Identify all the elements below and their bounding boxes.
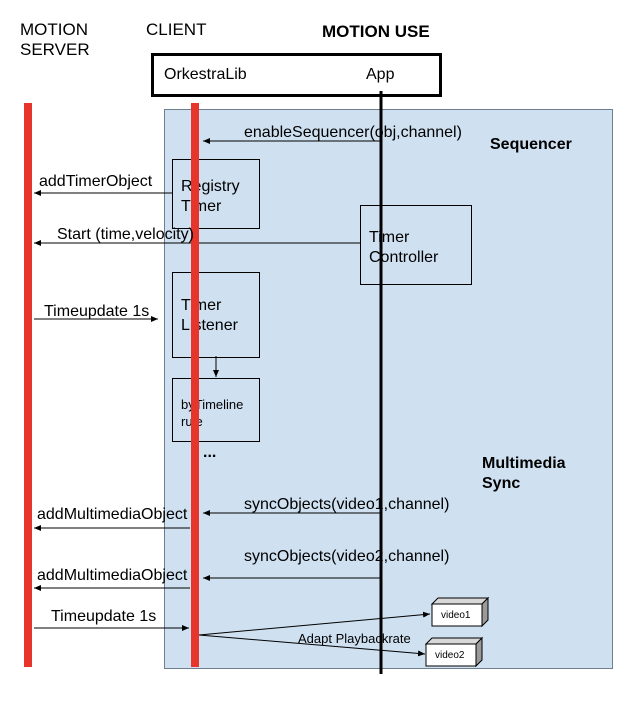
sync-objects-2-label: syncObjects(video2,channel)	[244, 548, 450, 565]
app-label: App	[366, 66, 395, 83]
video1-box	[430, 596, 490, 628]
motion-use-header: MOTION USE	[322, 22, 430, 41]
motion-server-lifeline	[24, 103, 32, 667]
sync-objects-1-label: syncObjects(video1,channel)	[244, 496, 450, 513]
timeupdate-label-2: Timeupdate 1s	[51, 608, 157, 625]
timer-controller-box: Timer Controller	[360, 205, 472, 285]
start-label: Start (time,velocity)	[57, 226, 194, 243]
video1-label: video1	[441, 610, 471, 621]
registry-timer-box: Registry Timer	[172, 159, 260, 229]
enable-sequencer-label: enableSequencer(obj,channel)	[244, 124, 462, 141]
participants-box: OrkestraLib App	[151, 53, 442, 97]
timeupdate-label-1: Timeupdate 1s	[44, 303, 150, 320]
orkestralib-label: OrkestraLib	[164, 66, 247, 83]
add-multimedia-2-label: addMultimediaObject	[37, 567, 188, 584]
video2-label: video2	[435, 650, 465, 661]
motion-server-header: MOTION SERVER	[20, 20, 90, 59]
adapt-playbackrate-label: Adapt Playbackrate	[298, 631, 411, 646]
client-lifeline	[191, 103, 199, 667]
ellipsis: ...	[203, 444, 217, 461]
adapt-video1-arrow	[198, 611, 431, 636]
add-multimedia-1-label: addMultimediaObject	[37, 506, 188, 523]
multimedia-sync-label: Multimedia Sync	[482, 455, 566, 492]
sequencer-label: Sequencer	[490, 136, 572, 153]
client-header: CLIENT	[146, 20, 207, 39]
video2-box	[424, 636, 484, 668]
adapt-video2-arrow	[198, 634, 426, 657]
add-timer-object-label: addTimerObject	[39, 173, 153, 190]
